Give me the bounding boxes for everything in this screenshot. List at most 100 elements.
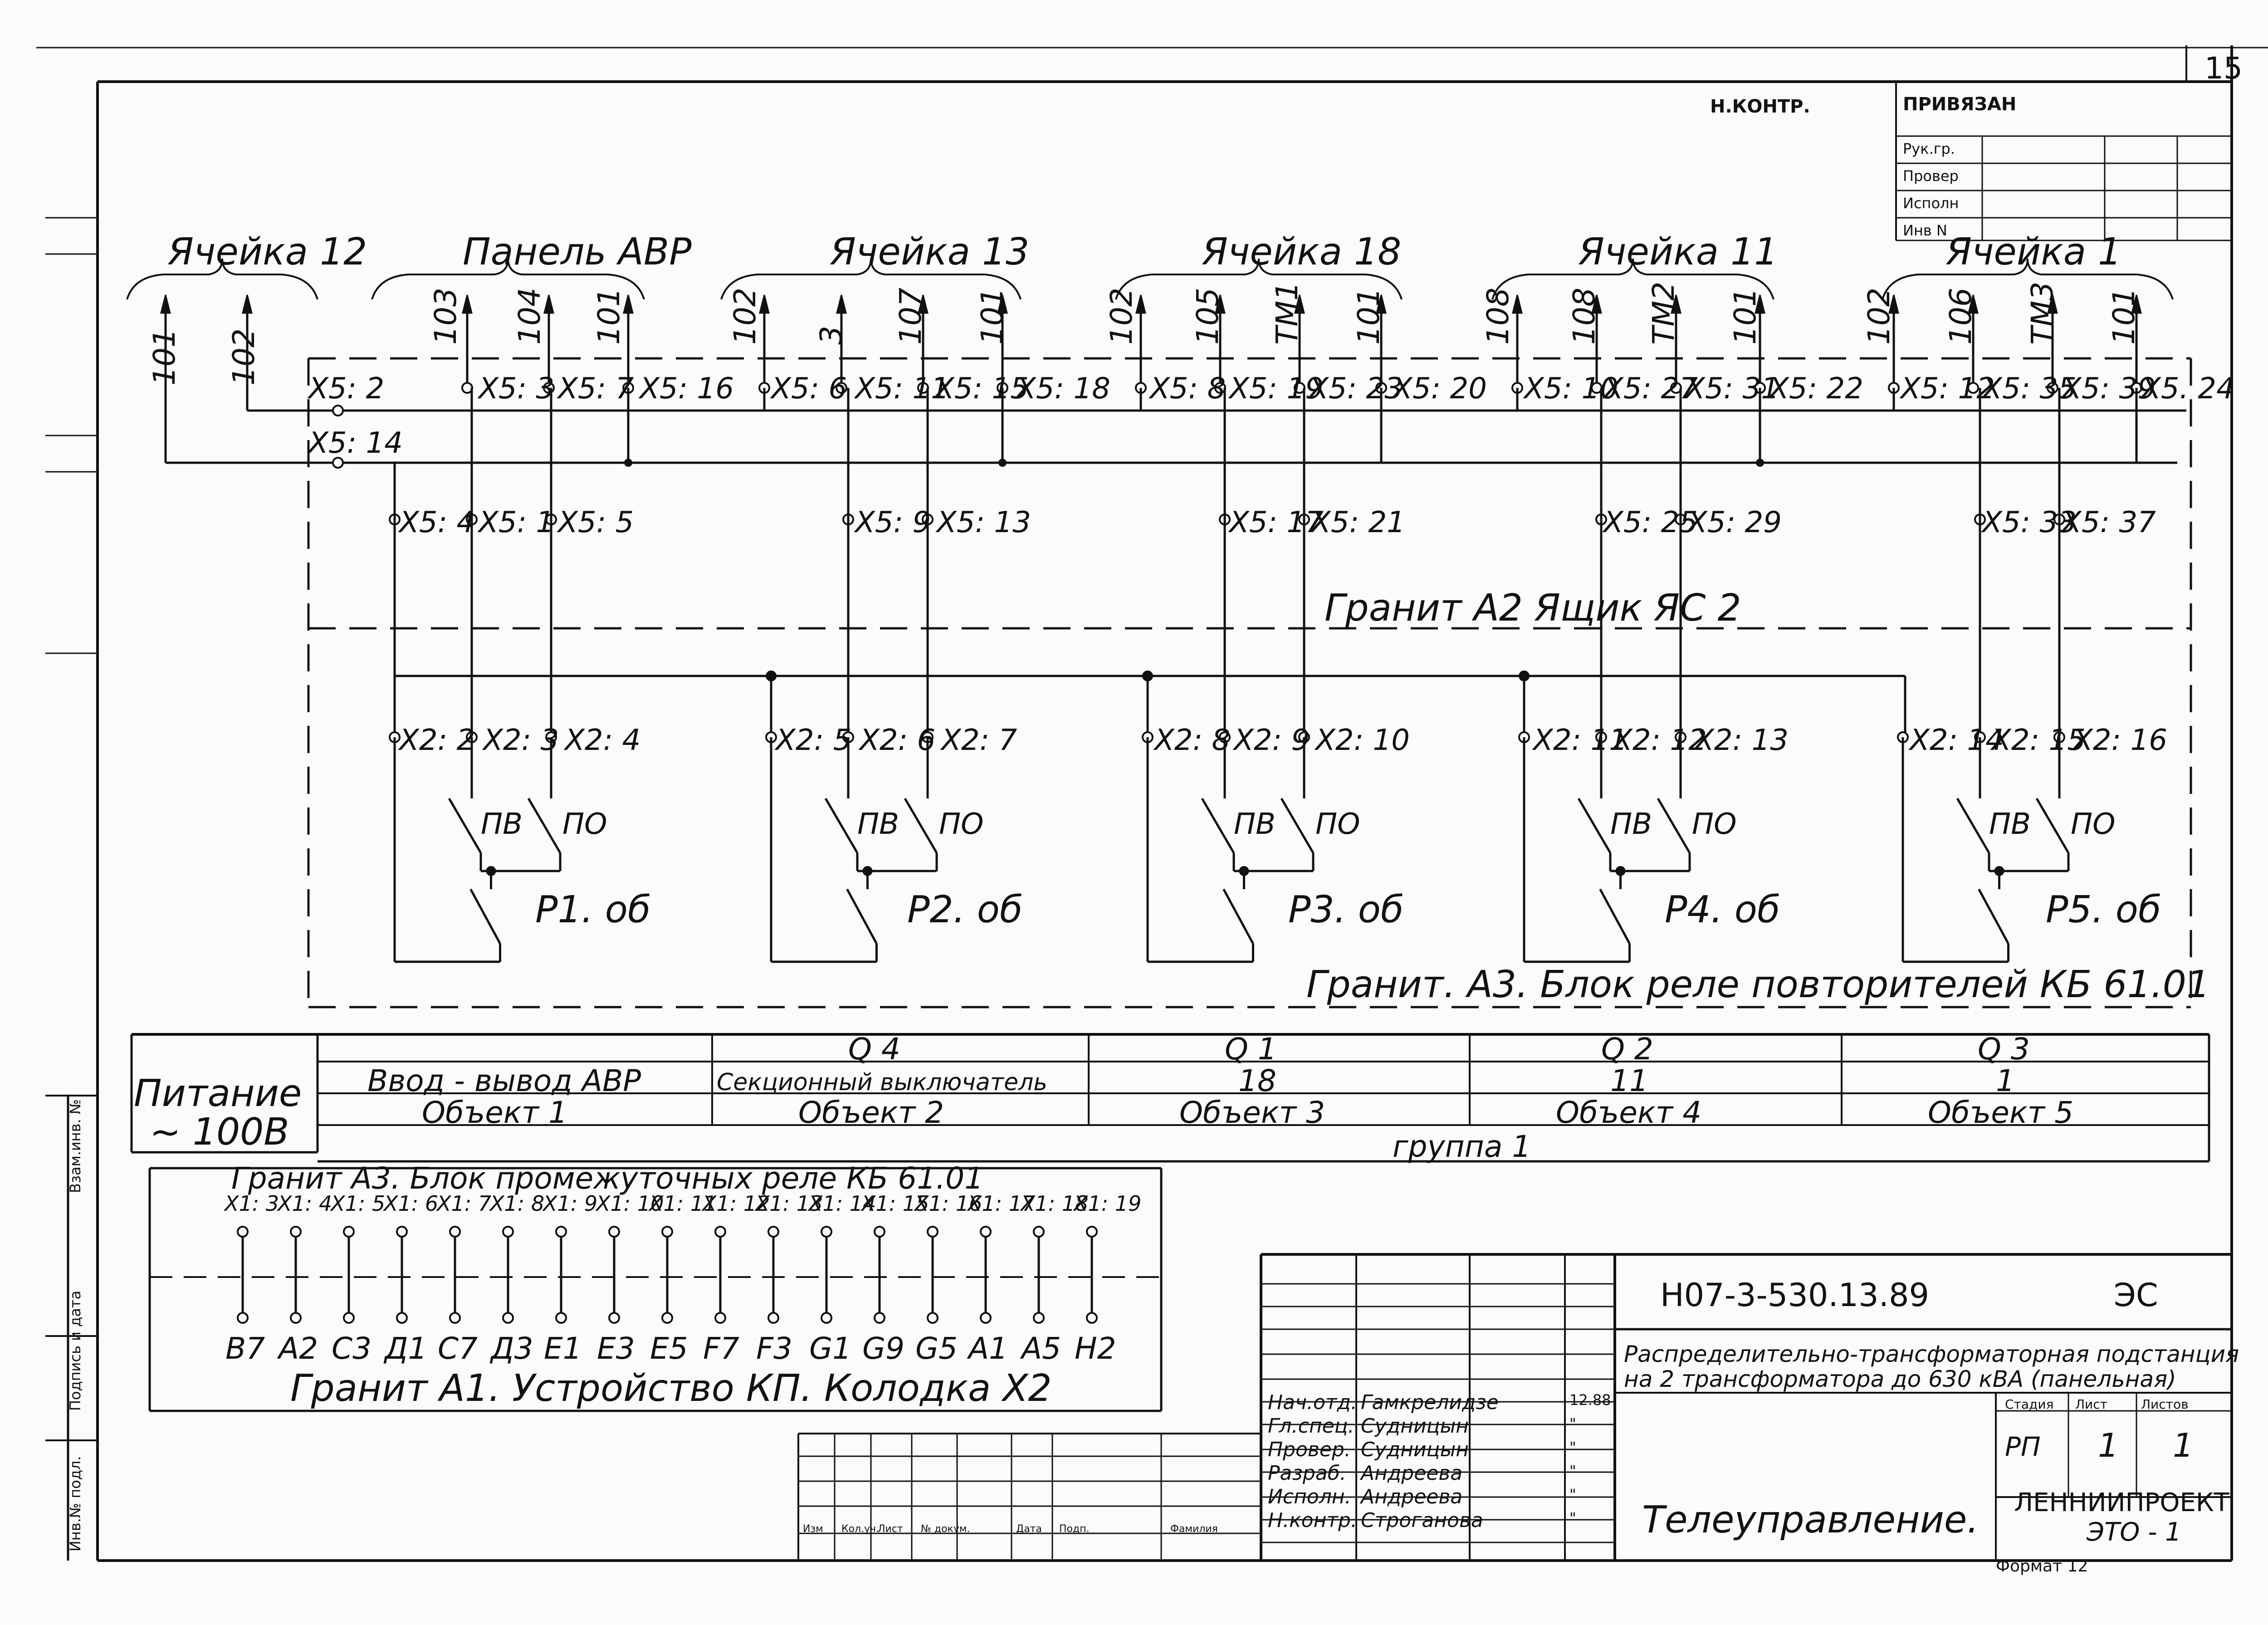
terminal-label: X5: 29 — [1687, 506, 1782, 539]
terminal-label: X2: 10 — [1315, 724, 1410, 757]
arrow-head — [1755, 294, 1765, 314]
switch-contact — [1280, 798, 1315, 854]
sheet-value: 1 — [2098, 1426, 2119, 1464]
n-kontr-label: Н.КОНТР. — [1710, 96, 1810, 117]
relay-contact — [846, 888, 878, 945]
x1-terminal-label: X1: 10 — [596, 1191, 664, 1216]
arrow-head — [1968, 294, 1979, 314]
sheets-value: 1 — [2173, 1426, 2194, 1464]
arrow-head — [836, 294, 847, 314]
kp-output-label: F7 — [703, 1331, 739, 1366]
signature-date: " — [1569, 1462, 1576, 1479]
switch-contact — [1201, 798, 1235, 854]
relay-label: Р1. об — [535, 888, 651, 931]
terminal-circle — [608, 1312, 620, 1324]
terminal-circle — [343, 1312, 355, 1324]
terminal-label: X5: 14 — [308, 426, 403, 460]
kp-output-label: Е5 — [650, 1331, 688, 1366]
x1-terminal-label: X1: 6 — [384, 1191, 439, 1216]
wire-number: 102 — [1104, 288, 1139, 345]
change-column-header: Лист — [878, 1523, 903, 1535]
terminal-label: X2: 12 — [1613, 724, 1707, 757]
side-strip-label: Подпись и дата — [67, 1290, 84, 1411]
kp-output-label: H2 — [1075, 1331, 1116, 1366]
terminal-circle — [980, 1312, 992, 1324]
switch-contact — [1956, 798, 1990, 854]
terminal-label: X5: 12 — [1901, 372, 1995, 406]
kb-block-label: Гранит А3. Блок промежуточных реле КБ 61… — [231, 1161, 984, 1196]
org-name: ЛЕННИИПРОЕКТ — [2014, 1488, 2229, 1517]
junction-dot — [998, 459, 1007, 467]
kp-output-label: F3 — [756, 1331, 792, 1366]
terminal-circle — [237, 1312, 249, 1324]
object-name: Распределительно-трансформаторная подста… — [1624, 1341, 2239, 1367]
x1-terminal-label: X1: 15 — [861, 1191, 929, 1216]
stamp-row: Провер — [1903, 167, 1959, 185]
terminal-circle — [1033, 1226, 1045, 1238]
terminal-circle — [1086, 1312, 1098, 1324]
terminal-label: X5: 39 — [2062, 372, 2156, 406]
power-label: Питание — [134, 1072, 302, 1115]
terminal-label: X5: 37 — [2062, 506, 2156, 539]
object-name-2: на 2 трансформатора до 630 кВА (панельна… — [1624, 1366, 2176, 1392]
switch-contact — [824, 798, 859, 854]
terminal-circle — [290, 1226, 302, 1238]
group-bracket — [720, 258, 1022, 300]
terminal-label: X2: 13 — [1694, 724, 1789, 757]
wire-number: 101 — [1728, 288, 1763, 345]
wire-number: 102 — [728, 288, 763, 345]
doc-code: Н07-3-530.13.89 — [1660, 1277, 1930, 1314]
terminal-label: X2: 8 — [1154, 724, 1231, 757]
signature-name: Андреева — [1361, 1462, 1463, 1485]
terminal-label: X5: 20 — [1393, 372, 1487, 406]
arrow-head — [1888, 294, 1899, 314]
kp-output-label: Д3 — [491, 1331, 533, 1366]
stamp-row: Рук.гр. — [1903, 140, 1955, 157]
x1-terminal-label: X1: 19 — [1074, 1191, 1142, 1216]
relay-label: Р2. об — [907, 888, 1023, 931]
arrow-head — [1671, 294, 1681, 314]
table-cell: 18 — [1238, 1063, 1276, 1098]
sheet-number: 15 — [2204, 51, 2243, 86]
arrow-head — [242, 294, 253, 314]
terminal-label: X5: 2 — [308, 372, 385, 406]
wire-number: 102 — [226, 328, 261, 386]
terminal-label: X5: 27 — [1603, 372, 1698, 406]
contact-pv-label: ПВ — [1610, 808, 1652, 841]
terminal-circle — [874, 1226, 885, 1238]
group-title: Ячейка 1 — [1946, 230, 2122, 274]
contact-po-label: ПО — [939, 808, 984, 841]
arrow-head — [543, 294, 554, 314]
arrow-head — [1512, 294, 1523, 314]
terminal-label: X5: 23 — [1309, 372, 1403, 406]
relay-contact — [1222, 888, 1254, 945]
terminal-circle — [821, 1226, 832, 1238]
kp-output-label: А2 — [279, 1331, 318, 1366]
terminal-label: X2: 16 — [2073, 724, 2167, 757]
table-cell: Q 1 — [1225, 1032, 1277, 1067]
box-a2-label: Гранит A2 Ящик ЯС 2 — [1325, 587, 1741, 630]
terminal-label: X2: 14 — [1910, 724, 2004, 757]
kp-output-label: G5 — [915, 1331, 958, 1366]
wire-number: 108 — [1481, 288, 1515, 345]
terminal-circle — [767, 1226, 779, 1238]
terminal-label: X5: 5 — [558, 506, 634, 539]
change-column-header: Изм — [803, 1523, 823, 1535]
privyazan-label: ПРИВЯЗАН — [1903, 94, 2017, 115]
wire-number: 107 — [893, 288, 928, 345]
change-column-header: Подп. — [1059, 1523, 1090, 1535]
contact-pv-label: ПВ — [481, 808, 523, 841]
table-cell: Секционный выключатель — [717, 1069, 1047, 1096]
terminal-circle — [396, 1226, 408, 1238]
contact-pv-label: ПВ — [857, 808, 899, 841]
change-column-header: Фамилия — [1170, 1523, 1218, 1535]
signature-date: 12.88 — [1569, 1391, 1611, 1409]
contact-pv-label: ПВ — [1234, 808, 1276, 841]
wire-number: 101 — [147, 328, 182, 386]
table-cell: Q 4 — [848, 1032, 900, 1067]
terminal-label: X5. 24 — [2141, 372, 2235, 406]
wire-number: 104 — [512, 288, 547, 345]
terminal-label: X2: 3 — [483, 724, 559, 757]
terminal-circle — [608, 1226, 620, 1238]
terminal-circle — [714, 1226, 726, 1238]
